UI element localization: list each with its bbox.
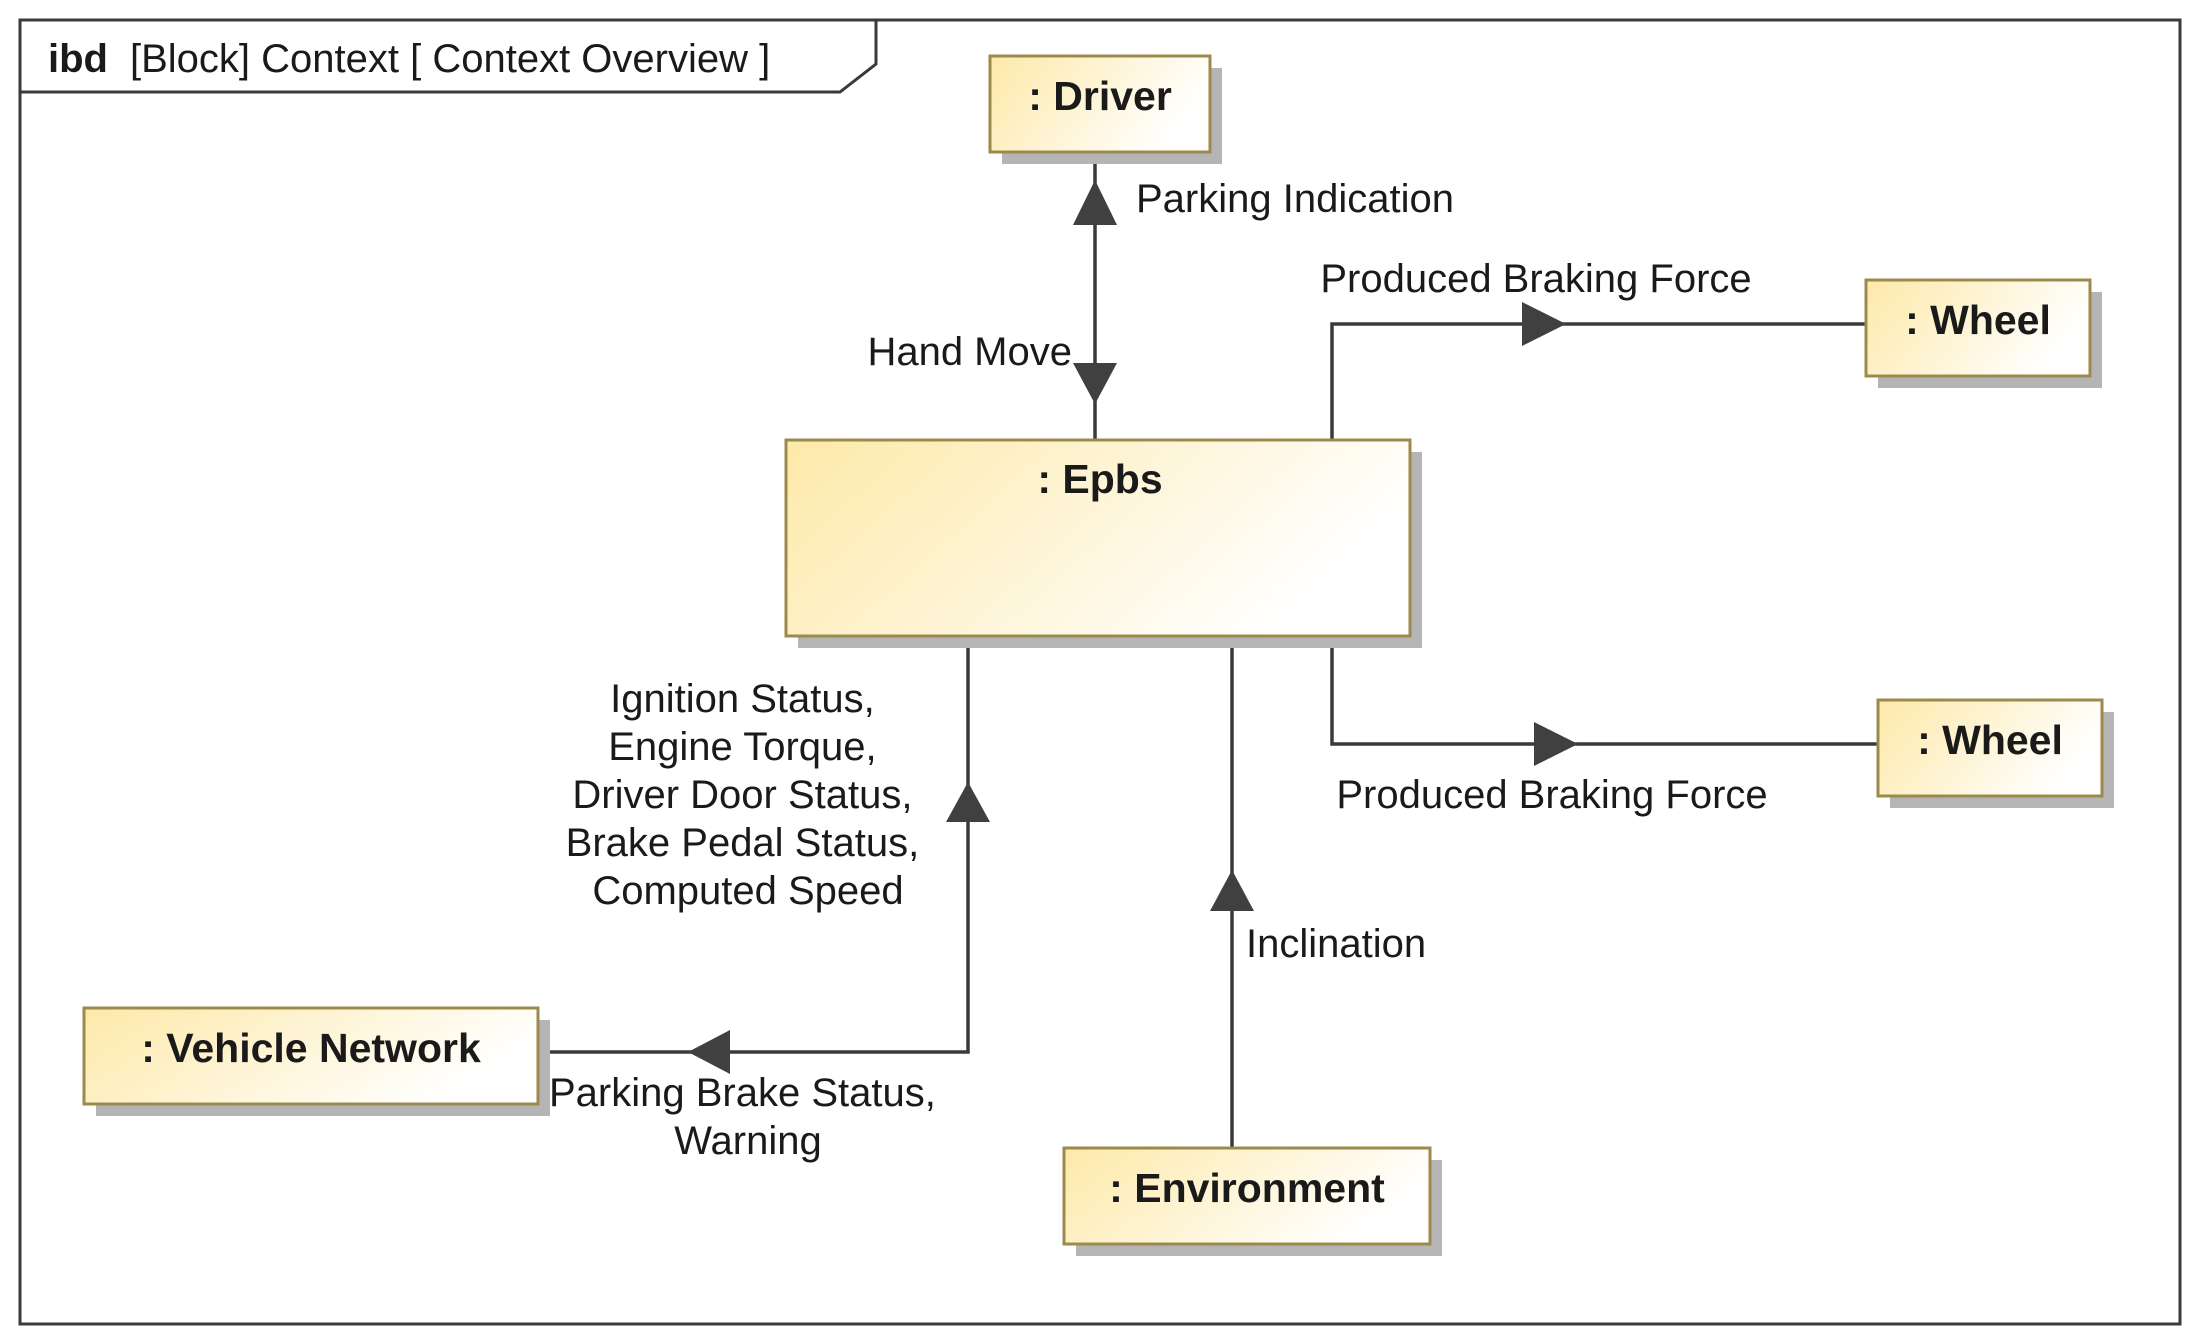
block-vehicle-network[interactable]: : Vehicle Network <box>82 1006 550 1116</box>
arrow-network-inputs-icon <box>946 782 990 822</box>
flow-labels: Parking Indication Hand Move Produced Br… <box>549 177 1768 1163</box>
block-environment[interactable]: : Environment <box>1062 1146 1442 1256</box>
arrow-hand-move-icon <box>1073 363 1117 404</box>
flow-label-braking-force-bottom: Produced Braking Force <box>1336 773 1767 817</box>
block-environment-label: : Environment <box>1109 1165 1385 1211</box>
arrow-parking-indication-icon <box>1073 180 1117 225</box>
flow-label-network-outputs: Parking Brake Status, Warning <box>549 1071 947 1163</box>
frame-keyword: ibd <box>48 37 108 81</box>
connector-epbs-wheel-top <box>1330 322 1866 440</box>
arrow-braking-force-bottom-icon <box>1534 722 1578 766</box>
block-wheel-bottom-label: : Wheel <box>1917 717 2063 763</box>
flow-label-network-inputs: Ignition Status, Engine Torque, Driver D… <box>566 677 931 913</box>
frame-title: [Block] Context [ Context Overview ] <box>130 37 770 81</box>
arrow-braking-force-top-icon <box>1522 302 1566 346</box>
block-epbs[interactable]: : Epbs <box>784 438 1422 648</box>
block-wheel-top[interactable]: : Wheel <box>1864 278 2102 388</box>
flow-label-parking-indication: Parking Indication <box>1136 177 1454 221</box>
arrow-network-outputs-icon <box>688 1030 730 1074</box>
connectors <box>538 152 1878 1148</box>
connector-epbs-wheel-bottom <box>1330 636 1878 746</box>
flow-arrows <box>688 180 1578 1074</box>
diagram-frame: ibd [Block] Context [ Context Overview ] <box>18 18 2182 1326</box>
block-driver[interactable]: : Driver <box>988 54 1222 164</box>
block-epbs-label: : Epbs <box>1037 456 1162 502</box>
block-vehicle-network-label: : Vehicle Network <box>141 1025 481 1071</box>
arrow-inclination-icon <box>1210 870 1254 911</box>
frame-header-tab <box>20 20 878 94</box>
block-driver-label: : Driver <box>1028 73 1172 119</box>
block-wheel-bottom[interactable]: : Wheel <box>1876 698 2114 808</box>
flow-label-braking-force-top: Produced Braking Force <box>1320 257 1751 301</box>
flow-label-inclination: Inclination <box>1246 922 1426 966</box>
flow-label-hand-move: Hand Move <box>867 330 1072 374</box>
connector-epbs-vehicle-network <box>538 636 970 1054</box>
block-wheel-top-label: : Wheel <box>1905 297 2051 343</box>
